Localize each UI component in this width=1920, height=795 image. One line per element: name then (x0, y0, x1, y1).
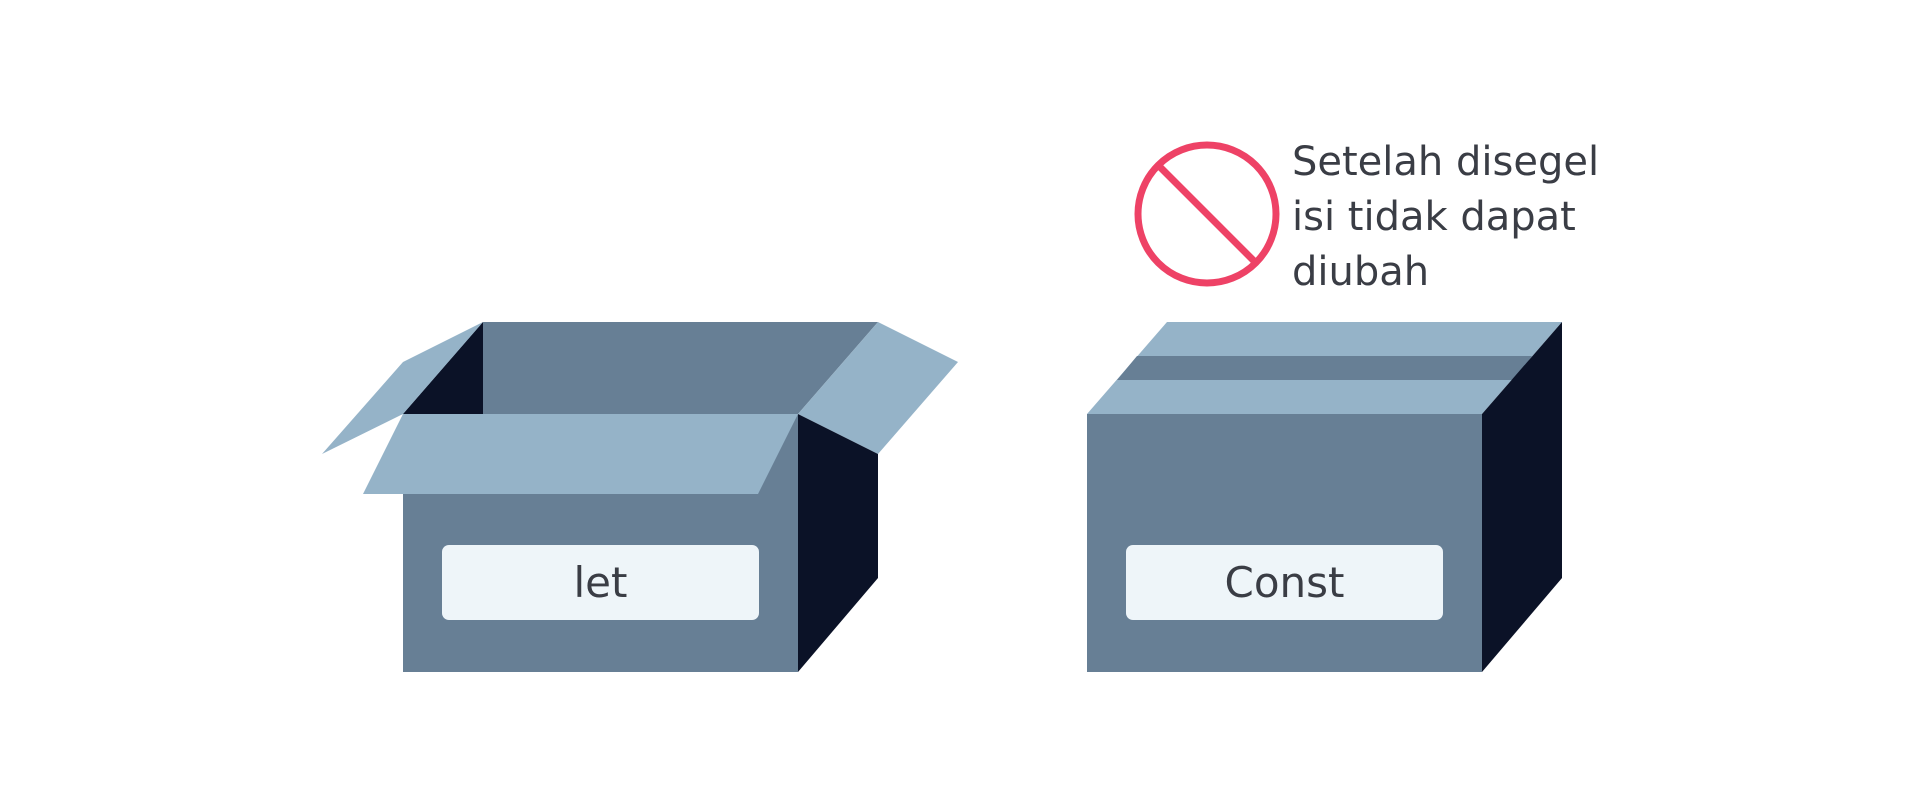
open-box-label: let (574, 558, 628, 607)
open-box: let (322, 322, 958, 672)
open-box-front-flap (363, 414, 798, 494)
sealed-box-side (1482, 322, 1562, 672)
open-box-inner-back (403, 322, 878, 414)
sealed-box-label: Const (1225, 558, 1345, 607)
prohibited-icon (1134, 141, 1280, 287)
sealed-box-label-plate (1126, 545, 1443, 620)
open-box-left-flap (322, 322, 483, 454)
sealed-note-text: Setelah disegel isi tidak dapat diubah (1292, 139, 1612, 295)
sealed-box-front (1087, 414, 1482, 672)
sealed-note-line-2: isi tidak dapat (1292, 194, 1576, 240)
open-box-side (798, 414, 878, 672)
sealed-note-line-1: Setelah disegel (1292, 139, 1599, 185)
open-box-label-plate (442, 545, 759, 620)
sealed-note: Setelah disegel isi tidak dapat diubah (1134, 139, 1612, 295)
open-box-right-flap (798, 322, 958, 454)
sealed-box-tape (1117, 356, 1532, 380)
sealed-note-line-3: diubah (1292, 249, 1429, 295)
sealed-box: Const (1087, 322, 1562, 672)
